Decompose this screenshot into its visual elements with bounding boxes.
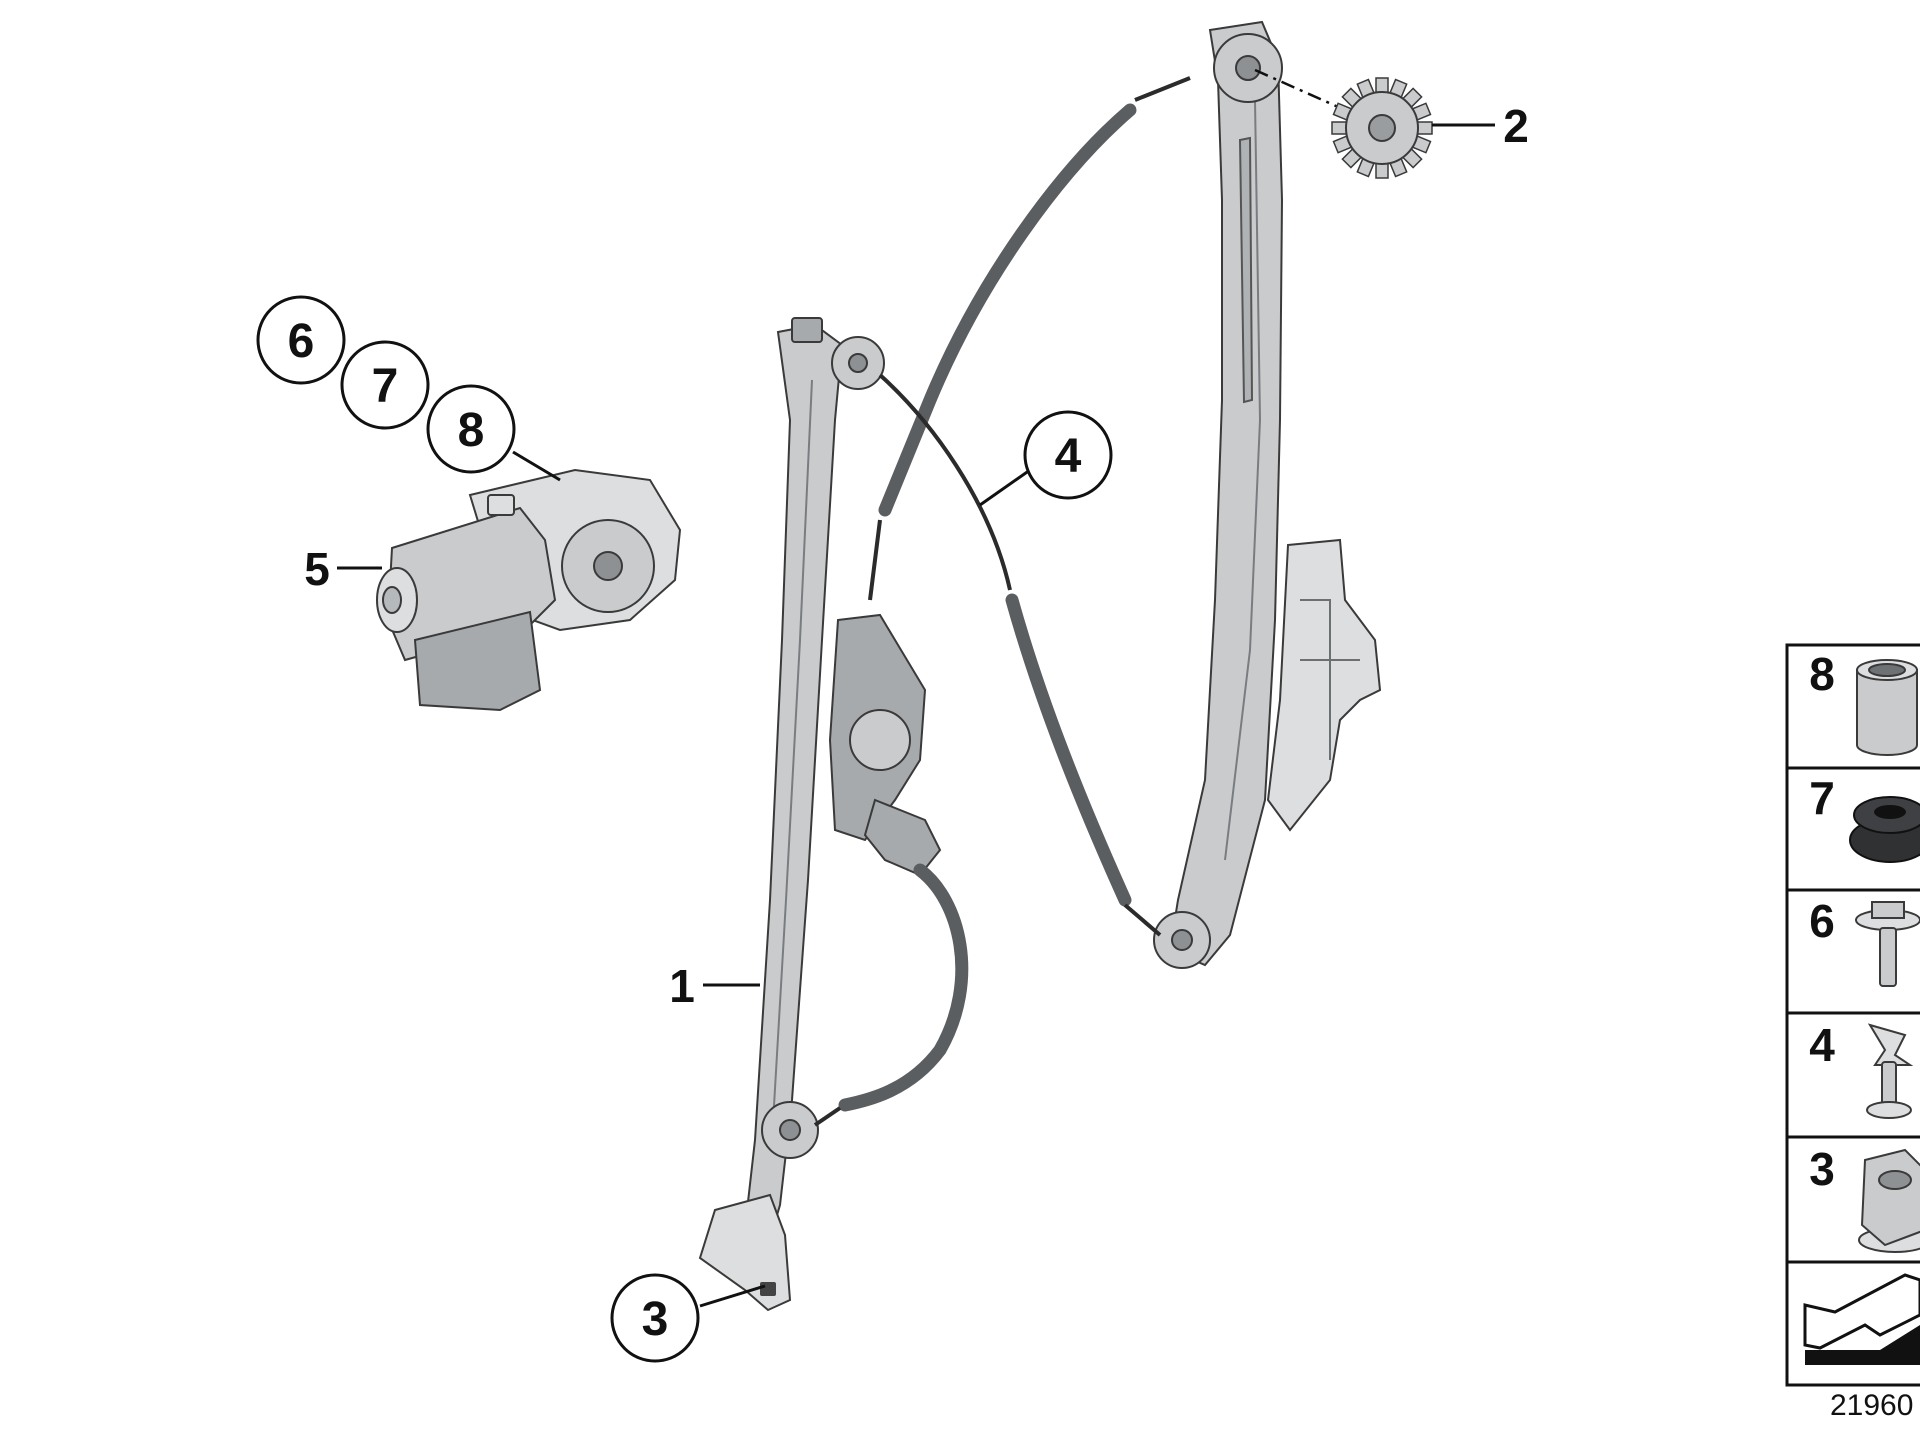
hex-nut-icon <box>1858 1148 1920 1253</box>
right-top-pulley-hub <box>1235 55 1261 81</box>
leader-3 <box>699 1284 766 1308</box>
sprocket-hub <box>1368 114 1396 142</box>
motor-output-shaft <box>593 551 623 581</box>
callout-7-text: 7 <box>372 360 399 413</box>
diagonal-cable <box>878 373 1012 591</box>
parts-legend: 8 7 6 4 3 <box>1785 643 1920 1387</box>
grommet-icon <box>1849 796 1920 863</box>
legend-number-6: 6 <box>1809 895 1835 947</box>
right-bottom-pulley-hub <box>1171 929 1193 951</box>
left-rail-inner-edge <box>771 379 813 1141</box>
left-bottom-pulley-hub <box>779 1119 801 1141</box>
diagram-code: 21960 <box>1830 1389 1913 1422</box>
clip-screw-icon <box>1866 1023 1914 1119</box>
left-rail-top-clip <box>791 317 823 343</box>
carrier-worm-housing <box>863 798 942 877</box>
bolt-icon <box>1855 901 1920 987</box>
label-1: 1 <box>669 960 695 1012</box>
callout-4-text: 4 <box>1055 430 1082 483</box>
legend-number-8: 8 <box>1809 648 1835 700</box>
carrier-drum <box>849 709 911 771</box>
callout-6: 6 <box>256 295 346 385</box>
lower-cable-right <box>1123 903 1162 937</box>
lower-cable-end <box>813 1106 842 1127</box>
bottom-mounting-bracket <box>698 1193 792 1312</box>
legend-frame <box>1785 643 1920 1387</box>
right-bracket-detail <box>1300 599 1360 760</box>
drive-sprocket <box>1254 68 1433 179</box>
callout-4: 4 <box>1023 410 1113 500</box>
bottom-bracket-stud <box>760 1282 776 1296</box>
left-top-pulley-hub <box>848 353 868 373</box>
diagonal-cable-sleeve <box>1005 593 1132 907</box>
motor-shaft-end <box>382 586 402 614</box>
arrow-symbol-icon <box>1803 1273 1920 1365</box>
motor-connector-block <box>413 610 542 712</box>
window-motor <box>376 468 682 712</box>
right-rail-inner-edge <box>1224 99 1262 861</box>
label-5: 5 <box>304 543 330 595</box>
lower-cable-loop <box>838 863 969 1112</box>
sleeve-icon <box>1856 659 1918 756</box>
leader-4 <box>979 468 1031 507</box>
callout-8-text: 8 <box>458 404 485 457</box>
right-side-bracket-plate <box>1266 538 1382 832</box>
legend-number-7: 7 <box>1809 772 1835 824</box>
sprocket-leader <box>1254 68 1346 112</box>
right-guide-rail <box>1168 20 1284 967</box>
label-2: 2 <box>1503 100 1529 152</box>
callout-7: 7 <box>340 340 430 430</box>
right-rail-slot <box>1238 136 1254 404</box>
leader-8 <box>512 450 561 482</box>
callout-3: 3 <box>610 1273 700 1363</box>
callout-3-text: 3 <box>642 1293 669 1346</box>
carrier-cable-up <box>868 519 882 601</box>
window-regulator-assembly <box>698 20 1382 1312</box>
motor-tab <box>487 494 515 516</box>
legend-number-3: 3 <box>1809 1143 1835 1195</box>
callout-6-text: 6 <box>288 315 315 368</box>
upper-cable-sleeve <box>878 103 1137 517</box>
legend-number-4: 4 <box>1809 1019 1835 1071</box>
callout-8: 8 <box>426 384 516 474</box>
upper-cable <box>1134 76 1191 102</box>
